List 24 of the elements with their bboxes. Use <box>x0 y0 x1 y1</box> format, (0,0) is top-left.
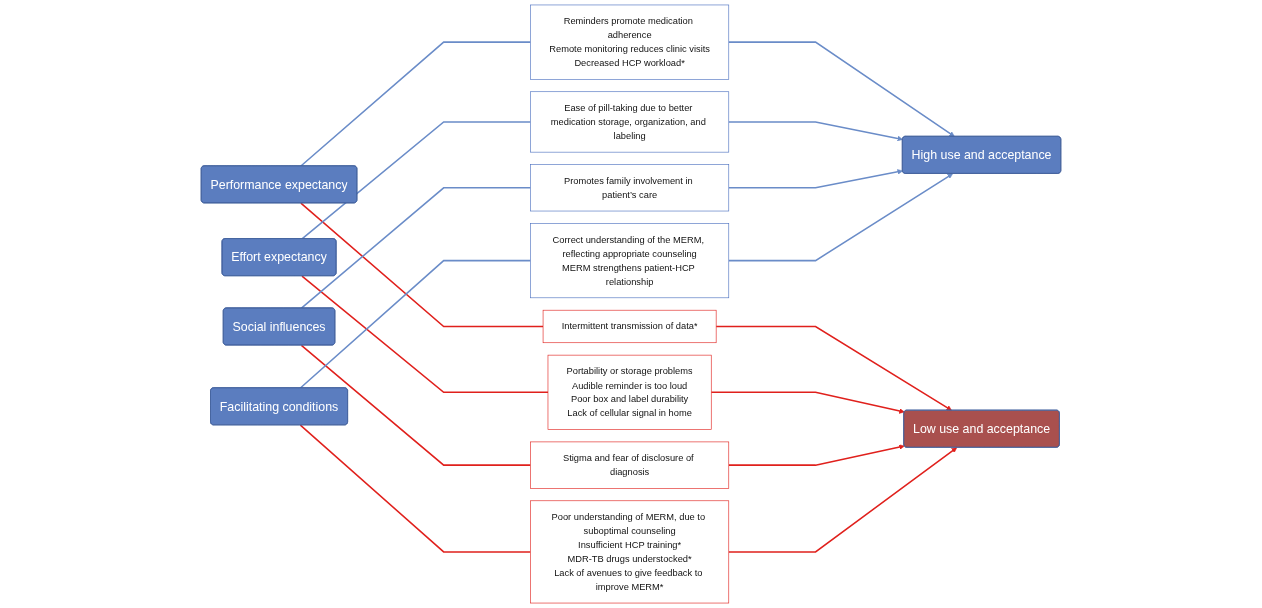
connector <box>300 202 544 328</box>
node-box: Promotes family involvement in patient’s care <box>530 164 730 212</box>
arrow <box>710 391 905 414</box>
connector <box>300 187 532 309</box>
arrow <box>728 444 905 466</box>
connector <box>299 424 532 553</box>
node-box: Stigma and fear of disclosure of diagnosis <box>530 441 730 489</box>
arrow <box>728 173 953 262</box>
node-box: Poor understanding of MERM, due to suboptimal counseling Insufficient HCP training* MDR-TB drugs understocked* Lack of avenues to give feedback to improve MERM* <box>530 500 730 604</box>
node-box: Correct understanding of the MERM, reflecting appropriate counseling MERM strengthens patient-HCP relationship <box>530 223 730 299</box>
node-box: Ease of pill-taking due to better medication storage, organization, and labeling <box>530 91 730 153</box>
arrow <box>728 447 958 553</box>
connector <box>300 344 532 466</box>
arrow <box>728 121 903 142</box>
arrow <box>728 41 955 137</box>
arrow <box>715 325 952 411</box>
connector <box>300 41 532 167</box>
node-box: Portability or storage problems Audible reminder is too loud Poor box and label durability Lack of cellular signal in home <box>547 354 712 430</box>
connector <box>301 275 549 394</box>
connector <box>299 259 532 389</box>
node-box: Intermittent transmission of data* <box>542 309 717 344</box>
connector <box>301 121 532 240</box>
arrow <box>728 169 903 189</box>
node-box: Reminders promote medication adherence Remote monitoring reduces clinic visits Decreased HCP workload* <box>530 4 730 80</box>
